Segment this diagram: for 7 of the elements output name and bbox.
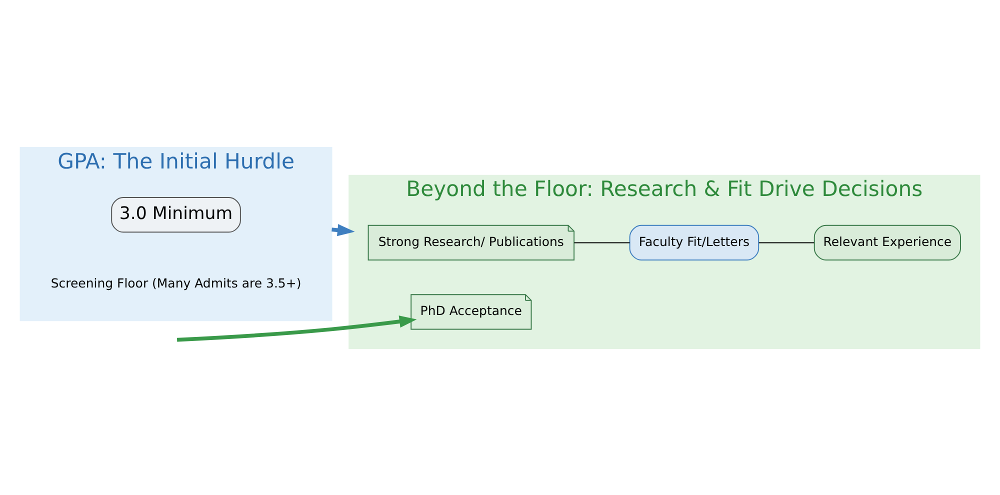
connector [574, 242, 630, 243]
label: Screening Floor (Many Admits are 3.5+) [50, 274, 302, 290]
arrow [176, 315, 417, 342]
connector [758, 242, 815, 243]
node-box: Relevant Experience [814, 224, 961, 260]
node-box: 3.0 Minimum [111, 196, 241, 232]
node-box: Faculty Fit/Letters [629, 224, 760, 260]
